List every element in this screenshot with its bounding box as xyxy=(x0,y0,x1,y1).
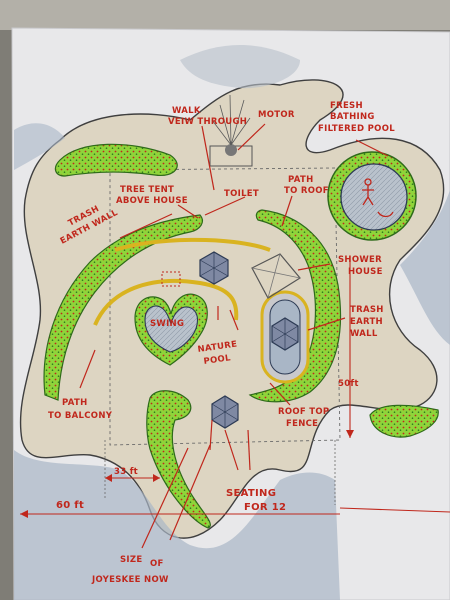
label-50ft: 50ft xyxy=(338,379,359,389)
dim-60ft-arrow xyxy=(20,510,28,518)
label-walk-2: VEIW THROUGH xyxy=(168,117,247,127)
motor-icon xyxy=(225,144,237,156)
left-earth-wall xyxy=(43,214,203,401)
right-shrub xyxy=(369,404,439,438)
label-tree-2: ABOVE HOUSE xyxy=(116,196,188,206)
label-fresh-2: BATHING xyxy=(330,112,375,122)
label-swing: SWING xyxy=(150,319,184,329)
label-path-balcony-1: PATH xyxy=(62,398,87,408)
label-size-2: OF xyxy=(150,559,164,569)
label-path-roof-1: PATH xyxy=(288,175,313,185)
swing-water xyxy=(144,305,199,353)
label-trash-right-3: WALL xyxy=(350,329,378,339)
label-33ft: 33 ft xyxy=(114,467,138,477)
dim-60ft-line-right xyxy=(339,507,450,513)
top-left-shrub xyxy=(54,143,178,177)
outer-shading-top xyxy=(180,45,300,89)
dim-33ft-arrow-left xyxy=(105,474,112,482)
seating-hex-roof xyxy=(271,317,299,351)
bathing-pool-water xyxy=(340,163,408,231)
label-walk-1: WALK xyxy=(172,106,201,116)
toilet-marker xyxy=(161,271,181,287)
label-seating-1: SEATING xyxy=(226,488,276,499)
dim-33ft-arrow-right xyxy=(153,474,160,482)
label-trash-right-2: EARTH xyxy=(350,317,383,327)
upper-path xyxy=(114,237,271,252)
label-path-balcony-2: TO BALCONY xyxy=(48,411,113,421)
label-toilet: TOILET xyxy=(224,189,259,199)
label-nature-2: POOL xyxy=(203,353,232,367)
label-shower-1: SHOWER xyxy=(338,255,382,265)
dim-50ft-arrow xyxy=(346,430,354,438)
outer-shading-right xyxy=(400,190,450,345)
outer-shading-left xyxy=(14,123,65,170)
label-fresh-1: FRESH xyxy=(330,101,363,111)
label-trash-right-1: TRASH xyxy=(350,305,384,315)
building-boundary xyxy=(109,167,341,446)
label-fresh-3: FILTERED POOL xyxy=(318,124,395,134)
outer-shading-bottom xyxy=(14,450,340,600)
label-size-1: SIZE xyxy=(120,555,142,565)
label-size-3: JOYESKEE NOW xyxy=(91,575,169,585)
label-seating-2: FOR 12 xyxy=(244,502,286,513)
bottom-hook-berm xyxy=(146,390,211,529)
label-roof-fence-2: FENCE xyxy=(286,419,318,429)
tree-sketch xyxy=(211,94,251,146)
seating-hex-top xyxy=(199,251,229,285)
label-roof-fence-1: ROOF TOP xyxy=(278,407,329,417)
label-path-roof-2: TO ROOF xyxy=(284,186,329,196)
label-motor: MOTOR xyxy=(258,110,295,120)
label-shower-2: HOUSE xyxy=(348,267,383,277)
wall-top xyxy=(0,0,450,30)
shower-house-lines xyxy=(251,253,301,299)
inner-path xyxy=(93,278,239,326)
right-earth-wall xyxy=(248,209,342,403)
label-60ft: 60 ft xyxy=(56,500,84,511)
bather-figure xyxy=(362,178,394,218)
leader-arrows xyxy=(79,123,389,549)
label-tree-1: TREE TENT xyxy=(120,185,174,195)
